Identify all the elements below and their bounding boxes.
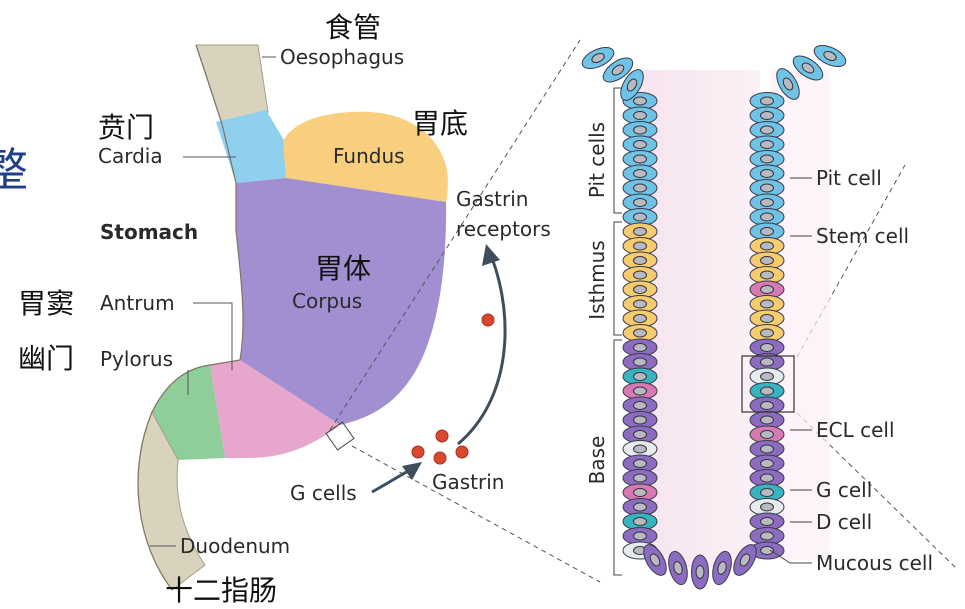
ecl-cell-label: ECL cell [816, 418, 895, 442]
antrum-label: Antrum [100, 291, 175, 315]
stem-cell-label: Stem cell [816, 224, 909, 248]
corpus-label: Corpus [292, 289, 362, 313]
zone-isthmus: Isthmus [585, 240, 609, 319]
zone-base: Base [585, 436, 609, 485]
pit-cell-label: Pit cell [816, 166, 882, 190]
gland-lumen [640, 70, 760, 568]
duodenum-zh-label: 十二指肠 [165, 574, 277, 607]
mucous-cell [692, 555, 709, 589]
antrum-zh-label: 胃窦 [18, 287, 74, 320]
cardia-zh-label: 贲门 [98, 111, 154, 144]
partial-heading-char: 整 [0, 143, 28, 197]
cardia-region [216, 110, 286, 183]
g-cell-label: G cell [816, 478, 872, 502]
fundus-zh-label: 胃底 [412, 107, 468, 140]
d-cell-label: D cell [816, 510, 872, 534]
stomach-illustration [138, 45, 448, 590]
g-cells-arrow-head [402, 462, 422, 480]
corpus-zh-label: 胃体 [315, 252, 371, 285]
oesophagus-zh-label: 食管 [325, 11, 381, 44]
zone-pit-cells: Pit cells [585, 122, 609, 198]
receptor-arrow [458, 258, 505, 444]
stomach-title: Stomach [100, 220, 198, 244]
gastrin-receptors-label-2: receptors [456, 217, 551, 241]
pylorus-label: Pylorus [100, 347, 173, 371]
gastrin-label: Gastrin [432, 470, 504, 494]
duodenum-label: Duodenum [180, 534, 290, 558]
mucous-cell-label: Mucous cell [816, 551, 933, 575]
cardia-label: Cardia [98, 144, 163, 168]
g-cells-label: G cells [290, 481, 357, 505]
fundus-label: Fundus [333, 144, 405, 168]
gastrin-receptors-label-1: Gastrin [456, 187, 528, 211]
zone-brackets [614, 88, 622, 575]
receptor-arrow-head [482, 244, 500, 266]
pylorus-zh-label: 幽门 [18, 342, 74, 375]
oesophagus-label: Oesophagus [280, 45, 404, 69]
